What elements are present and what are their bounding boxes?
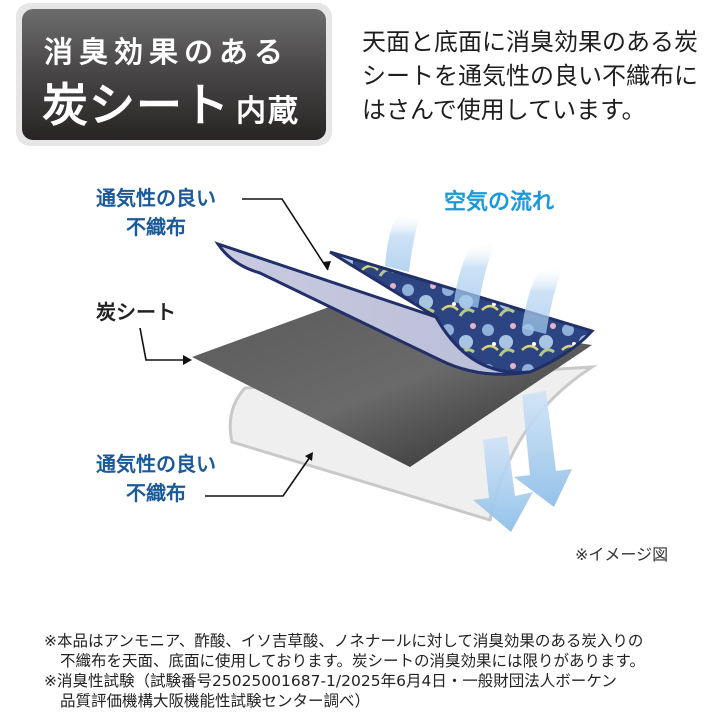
top-fabric-label: 通気性の良い 不織布 — [96, 184, 216, 242]
intro-line: 天面と底面に消臭効果のある炭 — [362, 28, 698, 56]
intro-line: はさんで使用しています。 — [362, 96, 646, 124]
illustration-note: ※イメージ図 — [575, 545, 669, 564]
badge-suffix-text: 内蔵 — [236, 94, 300, 129]
badge-main-text: 炭シート — [42, 78, 230, 132]
footnote-line: ※本品はアンモニア、酢酸、イソ吉草酸、ノネナールに対して消臭効果のある炭入りの — [44, 632, 644, 650]
bottom-fabric-label-line2: 不織布 — [126, 481, 186, 505]
air-flow-label: 空気の流れ — [444, 190, 555, 215]
intro-text: 天面と底面に消臭効果のある炭 シートを通気性の良い不織布に はさんで使用していま… — [362, 25, 707, 127]
badge-line2: 炭シート内蔵 — [42, 69, 300, 135]
feature-badge: 消臭効果のある 炭シート内蔵 — [22, 9, 326, 140]
carbon-sheet-label: 炭シート — [96, 300, 176, 324]
top-fabric-label-line2: 不織布 — [126, 215, 186, 239]
footnote-line: 不織布を天面、底面に使用しております。炭シートの消臭効果には限りがあります。 — [60, 652, 645, 670]
footnote-line: ※消臭性試験（試験番号25025001687-1/2025年6月4日・一般財団法… — [44, 672, 617, 690]
footnote-line: 品質評価機構大阪機能性試験センター調べ） — [60, 692, 371, 710]
footnotes: ※本品はアンモニア、酢酸、イソ吉草酸、ノネナールに対して消臭効果のある炭入りの … — [44, 631, 645, 711]
bottom-fabric-label-line1: 通気性の良い — [96, 452, 216, 476]
top-fabric-label-line1: 通気性の良い — [96, 186, 216, 210]
intro-line: シートを通気性の良い不織布に — [362, 62, 698, 90]
bottom-fabric-label: 通気性の良い 不織布 — [96, 450, 216, 508]
badge-line1: 消臭効果のある — [44, 35, 290, 69]
